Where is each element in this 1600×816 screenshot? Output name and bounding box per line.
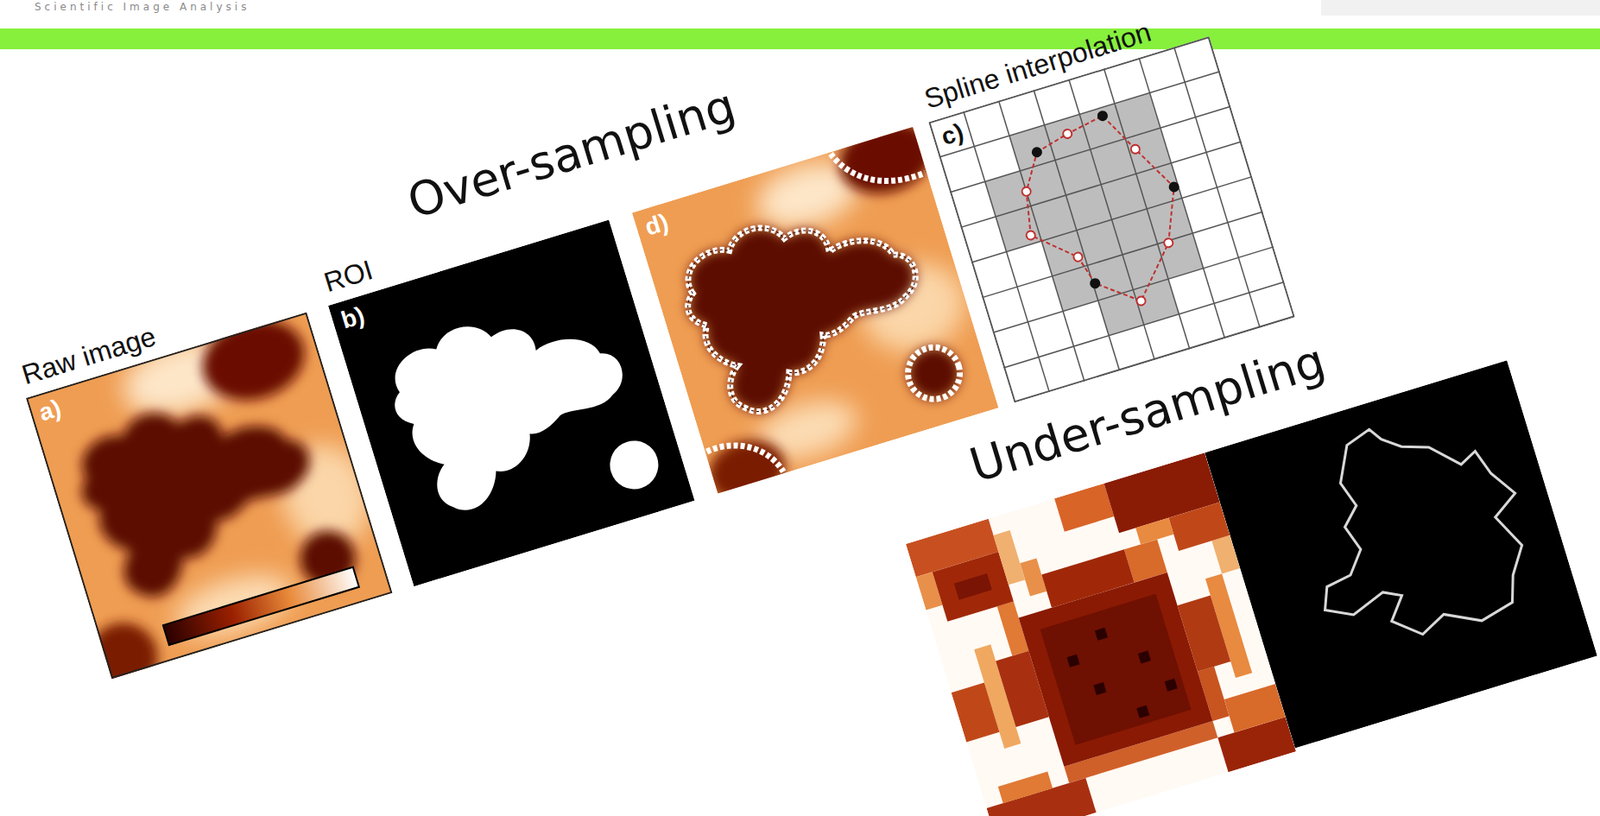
roi-mask <box>378 285 649 523</box>
spline-grid <box>981 211 1263 298</box>
spline-grid <box>1030 145 1044 159</box>
roi-mask <box>603 434 665 495</box>
spline-grid <box>1020 186 1031 197</box>
raw-image <box>6 307 386 701</box>
panel-heading: Raw image <box>18 320 160 392</box>
pixelated-image <box>995 651 1050 728</box>
image-panel: Raw imagea) <box>14 274 393 680</box>
pixelated-image <box>1093 682 1107 696</box>
contour-overlay <box>670 187 942 424</box>
pixelated-image <box>1138 650 1151 664</box>
contour-overlay <box>830 128 925 198</box>
spline-grid <box>1003 101 1203 327</box>
pixelated-image <box>932 551 1014 622</box>
spline-grid <box>999 109 1188 332</box>
pixelated-image <box>1054 483 1114 532</box>
pixelated-image <box>998 771 1053 804</box>
pixelated-image <box>1168 502 1230 551</box>
pixelated-image <box>1136 705 1150 719</box>
raw-image <box>192 307 315 412</box>
spline-grid <box>1025 229 1037 241</box>
pixelated-image <box>951 682 1000 742</box>
boundary-image <box>1204 360 1598 748</box>
slide-title: Scientific Image Analysis <box>34 0 250 13</box>
panel-letter: c) <box>938 118 968 152</box>
contour-overlay <box>670 187 942 424</box>
spline-grid <box>992 246 1274 333</box>
pixelated-image <box>1062 612 1183 734</box>
panel-letter: b) <box>337 301 368 335</box>
corner-box <box>1321 0 1600 16</box>
pixelated-image <box>1018 572 1214 767</box>
slide-header: Scientific Image Analysis <box>34 0 250 13</box>
panel-heading: ROI <box>320 253 377 299</box>
spline-grid <box>1072 251 1083 262</box>
spline-grid <box>1163 237 1174 248</box>
spline-grid <box>1062 128 1073 140</box>
pixelated-image <box>1177 594 1232 671</box>
contour-overlay <box>670 187 942 424</box>
pixelated-image <box>1067 654 1081 668</box>
pixelated-image <box>1224 683 1286 733</box>
spline-grid <box>1095 109 1109 123</box>
spline-grid <box>1130 144 1141 155</box>
contour-overlay <box>701 430 794 512</box>
spline-grid <box>961 141 1242 228</box>
pixelated-image <box>954 573 993 601</box>
pixelated-image <box>1135 518 1174 545</box>
pixelated-image <box>1040 594 1192 746</box>
raw-image <box>64 372 336 609</box>
pixelated-image <box>1094 627 1108 641</box>
header-bar <box>0 28 1600 50</box>
spline-grid <box>1025 95 1201 296</box>
spline-grid <box>949 106 1231 192</box>
panel-letter: d) <box>641 208 672 241</box>
spline-grid <box>971 177 1253 263</box>
boundary-image <box>1277 393 1548 664</box>
contour-overlay <box>901 341 967 406</box>
image-panel: ROIb) <box>316 182 696 588</box>
contour-overlay <box>632 126 1000 494</box>
contour-overlay <box>706 430 784 492</box>
contour-overlay <box>901 341 967 406</box>
spline-grid <box>1135 295 1146 306</box>
roi-mask <box>328 220 696 588</box>
pixelated-image <box>992 530 1025 585</box>
pixelated-image <box>1164 678 1178 692</box>
panel-letter: a) <box>35 394 64 428</box>
contour-overlay <box>830 110 943 205</box>
raw-image <box>80 613 167 701</box>
roi-mask <box>328 220 696 588</box>
raw-image <box>163 567 360 646</box>
spline-grid <box>1167 180 1181 194</box>
spline-grid <box>1088 277 1102 291</box>
boundary-image <box>1204 360 1598 748</box>
